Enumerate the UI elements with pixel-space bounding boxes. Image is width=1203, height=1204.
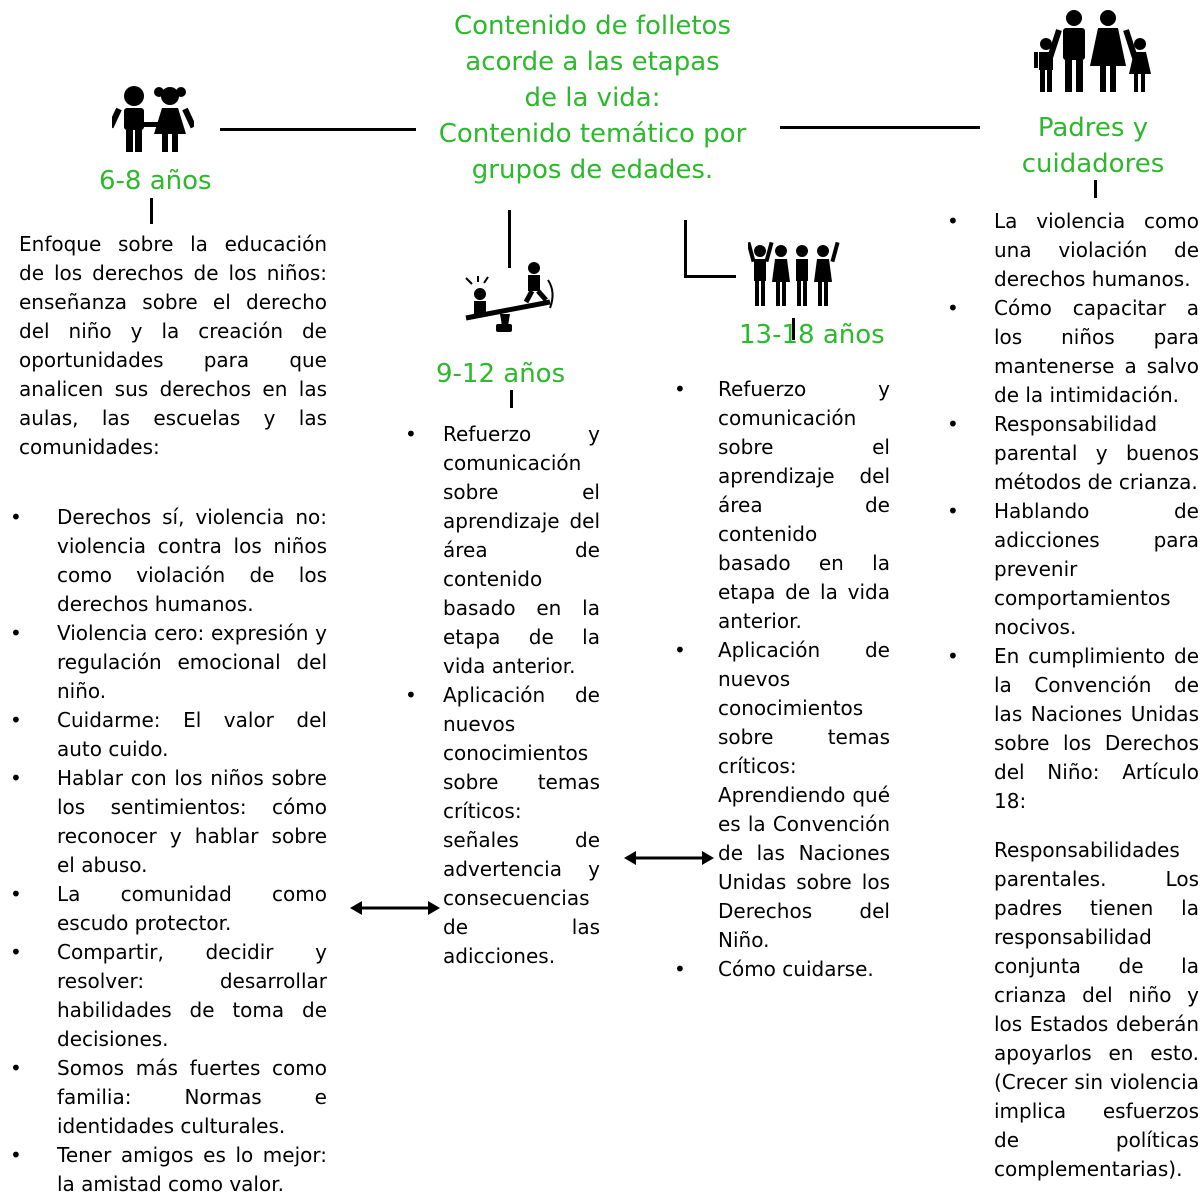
group-label-6-8: 6-8 años [99,166,212,196]
list-item: La violencia como una violación de derec… [947,207,1199,294]
list-item: Refuerzo y comunicación sobre el aprendi… [674,375,890,636]
connector-13-18-vertical [684,220,687,277]
group-label-padres: Padres y cuidadores [1008,110,1178,182]
padres-note: Responsabilidades parentales. Los padres… [994,838,1199,1181]
list-6-8: Derechos sí, violencia no: violencia con… [10,503,327,1199]
list-9-12: Refuerzo y comunicación sobre el aprendi… [405,420,600,971]
list-6-8-container: Derechos sí, violencia no: violencia con… [10,503,327,1199]
list-item: La comunidad como escudo protector. [10,880,327,938]
connector-13-18-horizontal [684,275,736,278]
family-icon [1034,10,1151,92]
diagram-title: Contenido de folletos acorde a las etapa… [420,8,765,188]
intro-6-8: Enfoque sobre la educación de los derech… [19,232,327,459]
list-item: Responsabilidad parental y buenos método… [947,410,1199,497]
tick-6-8 [150,198,153,224]
list-item: En cumplimiento de la Convención de las … [947,642,1199,816]
list-item: Compartir, decidir y resolver: desarroll… [10,938,327,1054]
group-label-padres-line1: Padres y [1037,113,1149,143]
list-item: Violencia cero: expresión y regulación e… [10,619,327,706]
group-label-9-12: 9-12 años [436,359,566,389]
title-line: acorde a las etapas [465,47,720,77]
group-label-padres-line2: cuidadores [1021,149,1165,179]
list-item: Refuerzo y comunicación sobre el aprendi… [405,420,600,681]
list-item: Somos más fuertes como familia: Normas e… [10,1054,327,1141]
connector-left [220,128,416,131]
title-line: Contenido temático por [438,119,747,149]
list-padres-container: La violencia como una violación de derec… [947,207,1199,816]
list-item: Cómo capacitar a los niños para mantener… [947,294,1199,410]
list-item: Cómo cuidarse. [674,955,890,984]
list-item: Hablar con los niños sobre los sentimien… [10,764,327,880]
teenagers-group-icon [748,241,840,306]
title-line: grupos de edades. [471,155,714,185]
list-item: Hablando de adicciones para prevenir com… [947,497,1199,642]
list-13-18: Refuerzo y comunicación sobre el aprendi… [674,375,890,984]
connector-9-12 [508,210,511,268]
list-padres: La violencia como una violación de derec… [947,207,1199,816]
list-item: Aplicación de nuevos conocimientos sobre… [405,681,600,971]
list-item: Cuidarme: El valor del auto cuido. [10,706,327,764]
double-arrow-icon [624,851,714,865]
children-icon [112,86,194,152]
list-item: Aplicación de nuevos conocimientos sobre… [674,636,890,955]
double-arrow-icon [350,901,440,915]
connector-right [780,126,980,129]
group-label-13-18: 13-18 años [739,320,885,350]
list-item: Derechos sí, violencia no: violencia con… [10,503,327,619]
list-9-12-container: Refuerzo y comunicación sobre el aprendi… [405,420,600,971]
title-line: Contenido de folletos [453,11,732,41]
tick-padres [1094,180,1097,198]
list-13-18-container: Refuerzo y comunicación sobre el aprendi… [674,375,890,984]
tick-13-18 [792,318,795,340]
tick-9-12 [510,390,513,408]
seesaw-icon [465,262,554,332]
list-item: Tener amigos es lo mejor: la amistad com… [10,1141,327,1199]
title-line: de la vida: [524,83,661,113]
